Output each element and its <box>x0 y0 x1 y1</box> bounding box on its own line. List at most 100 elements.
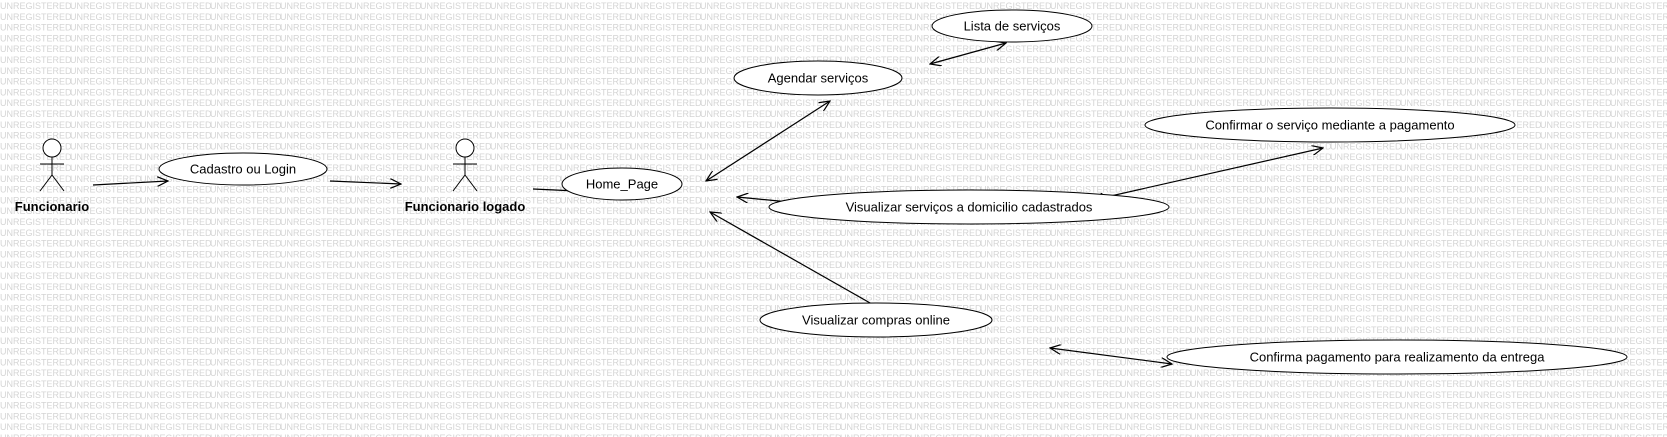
watermark-text: UNREGISTERED <box>280 347 352 357</box>
watermark-text: UNREGISTERED <box>560 195 632 205</box>
use-case-confirma-pagamento[interactable]: Confirma pagamento para realizamento da … <box>1166 339 1628 375</box>
watermark-text: UNREGISTERED <box>770 228 842 238</box>
use-case-home-page[interactable]: Home_Page <box>561 167 683 201</box>
watermark-text: UNREGISTERED <box>280 120 352 130</box>
watermark-text: UNREGISTERED <box>0 98 72 108</box>
watermark-text: UNREGISTERED <box>770 1 842 11</box>
watermark-text: UNREGISTERED <box>1260 368 1332 378</box>
watermark-text: UNREGISTERED <box>420 44 492 54</box>
watermark-text: UNREGISTERED <box>910 433 982 437</box>
watermark-text: UNREGISTERED <box>770 109 842 119</box>
watermark-text: UNREGISTERED <box>140 336 212 346</box>
watermark-text: UNREGISTERED <box>1190 249 1262 259</box>
watermark-text: UNREGISTERED <box>350 303 422 313</box>
use-case-lista-servicos[interactable]: Lista de serviços <box>931 9 1093 43</box>
watermark-text: UNREGISTERED <box>630 55 702 65</box>
watermark-text: UNREGISTERED <box>490 249 562 259</box>
watermark-text: UNREGISTERED <box>1190 87 1262 97</box>
watermark-text: UNREGISTERED <box>210 109 282 119</box>
watermark-text: UNREGISTERED <box>1260 185 1332 195</box>
watermark-text: UNREGISTERED <box>1260 325 1332 335</box>
watermark-text: UNREGISTERED <box>1120 44 1192 54</box>
watermark-text: UNREGISTERED <box>1190 390 1262 400</box>
watermark-text: UNREGISTERED <box>840 33 912 43</box>
watermark-text: UNREGISTERED <box>1400 293 1472 303</box>
watermark-text: UNREGISTERED <box>1190 33 1262 43</box>
watermark-text: UNREGISTERED <box>1540 390 1612 400</box>
use-case-visualizar-compras[interactable]: Visualizar compras online <box>759 302 993 338</box>
watermark-text: UNREGISTERED <box>630 163 702 173</box>
use-case-ellipse <box>931 9 1093 43</box>
use-case-visualizar-servicos-domicilio[interactable]: Visualizar serviços a domicilio cadastra… <box>768 189 1170 225</box>
watermark-text: UNREGISTERED <box>350 368 422 378</box>
watermark-text: UNREGISTERED <box>490 152 562 162</box>
watermark-text: UNREGISTERED <box>630 98 702 108</box>
watermark-text: UNREGISTERED <box>70 1 142 11</box>
use-case-agendar-servicos[interactable]: Agendar serviços <box>733 60 903 96</box>
watermark-text: UNREGISTERED <box>560 98 632 108</box>
watermark-text: UNREGISTERED <box>140 271 212 281</box>
watermark-text: UNREGISTERED <box>1260 239 1332 249</box>
watermark-text: UNREGISTERED <box>420 239 492 249</box>
watermark-text: UNREGISTERED <box>1470 239 1542 249</box>
watermark-text: UNREGISTERED <box>980 282 1052 292</box>
watermark-text: UNREGISTERED <box>350 325 422 335</box>
actor-funcionario-logado[interactable]: Funcionario logado <box>405 138 526 214</box>
watermark-text: UNREGISTERED <box>420 87 492 97</box>
watermark-text: UNREGISTERED <box>1610 206 1667 216</box>
watermark-text: UNREGISTERED <box>0 336 72 346</box>
watermark-text: UNREGISTERED <box>420 163 492 173</box>
watermark-text: UNREGISTERED <box>1120 131 1192 141</box>
watermark-text: UNREGISTERED <box>70 55 142 65</box>
watermark-text: UNREGISTERED <box>1330 379 1402 389</box>
watermark-text: UNREGISTERED <box>420 206 492 216</box>
watermark-text: UNREGISTERED <box>910 174 982 184</box>
watermark-text: UNREGISTERED <box>1050 217 1122 227</box>
watermark-text: UNREGISTERED <box>1540 260 1612 270</box>
watermark-text: UNREGISTERED <box>1120 411 1192 421</box>
use-case-label: Lista de serviços <box>964 19 1061 34</box>
watermark-text: UNREGISTERED <box>1190 271 1262 281</box>
watermark-text: UNREGISTERED <box>210 379 282 389</box>
watermark-text: UNREGISTERED <box>70 228 142 238</box>
watermark-text: UNREGISTERED <box>700 325 772 335</box>
watermark-text: UNREGISTERED <box>1400 379 1472 389</box>
watermark-text: UNREGISTERED <box>1470 249 1542 259</box>
watermark-text: UNREGISTERED <box>1120 336 1192 346</box>
actor-funcionario[interactable]: Funcionario <box>15 138 89 214</box>
watermark-text: UNREGISTERED <box>210 260 282 270</box>
watermark-text: UNREGISTERED <box>350 314 422 324</box>
watermark-text: UNREGISTERED <box>1400 282 1472 292</box>
watermark-text: UNREGISTERED <box>70 66 142 76</box>
watermark-text: UNREGISTERED <box>490 195 562 205</box>
watermark-text: UNREGISTERED <box>700 260 772 270</box>
watermark-text: UNREGISTERED <box>1260 336 1332 346</box>
watermark-text: UNREGISTERED <box>1190 379 1262 389</box>
use-case-cadastro-login[interactable]: Cadastro ou Login <box>158 152 328 186</box>
watermark-text: UNREGISTERED <box>1400 1 1472 11</box>
watermark-text: UNREGISTERED <box>1610 87 1667 97</box>
watermark-text: UNREGISTERED <box>1190 260 1262 270</box>
watermark-text: UNREGISTERED <box>1190 314 1262 324</box>
watermark-text: UNREGISTERED <box>1400 206 1472 216</box>
watermark-text: UNREGISTERED <box>1330 152 1402 162</box>
watermark-text: UNREGISTERED <box>280 185 352 195</box>
watermark-text: UNREGISTERED <box>770 357 842 367</box>
watermark-text: UNREGISTERED <box>910 66 982 76</box>
actor-label: Funcionario logado <box>405 199 526 214</box>
watermark-text: UNREGISTERED <box>280 433 352 437</box>
use-case-confirmar-servico[interactable]: Confirmar o serviço mediante a pagamento <box>1144 107 1516 143</box>
watermark-text: UNREGISTERED <box>770 433 842 437</box>
association-cadastro-login-funcionario-logado <box>329 181 401 184</box>
watermark-text: UNREGISTERED <box>420 23 492 33</box>
watermark-text: UNREGISTERED <box>1050 120 1122 130</box>
watermark-text: UNREGISTERED <box>1330 239 1402 249</box>
watermark-text: UNREGISTERED <box>1540 195 1612 205</box>
watermark-text: UNREGISTERED <box>0 379 72 389</box>
watermark-text: UNREGISTERED <box>980 174 1052 184</box>
watermark-text: UNREGISTERED <box>1330 249 1402 259</box>
watermark-text: UNREGISTERED <box>280 336 352 346</box>
watermark-text: UNREGISTERED <box>1470 303 1542 313</box>
watermark-text: UNREGISTERED <box>910 347 982 357</box>
watermark-text: UNREGISTERED <box>350 131 422 141</box>
